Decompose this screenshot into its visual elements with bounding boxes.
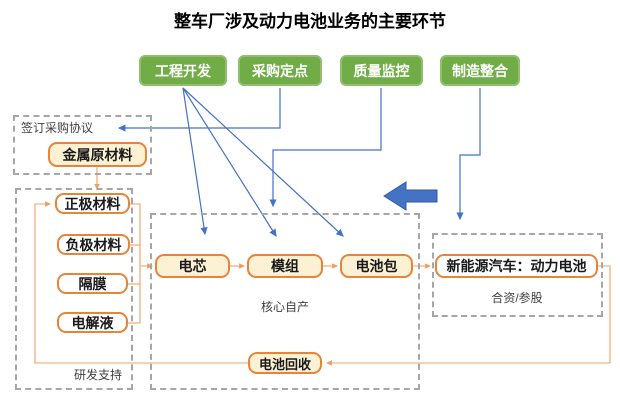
arrow-engineering-to-cell [182, 87, 208, 236]
group-rnd-support [15, 188, 133, 390]
box-battery-recycling: 电池回收 [248, 352, 322, 374]
process-box-manufacturing: 制造整合 [440, 55, 520, 86]
box-cathode-material: 正极材料 [55, 193, 130, 214]
arrow-engineering-to-module [182, 87, 277, 238]
group-procurement-agreement [13, 115, 152, 175]
box-anode-material: 负极材料 [57, 234, 130, 255]
arrow-manufacturing-to-jv-group [456, 88, 481, 221]
group-core-production [150, 213, 420, 390]
box-cell: 电芯 [155, 254, 230, 278]
box-electrolyte: 电解液 [57, 312, 128, 333]
left-block-arrow-icon [383, 181, 438, 211]
box-battery-pack: 电池包 [340, 254, 413, 278]
line-recycling-to-cathode [34, 201, 248, 364]
arrow-quality-to-core-group [269, 88, 382, 208]
group-joint-venture [432, 233, 603, 317]
jv-group-label: 合资/参股 [491, 291, 543, 305]
process-box-quality: 质量监控 [340, 55, 423, 86]
box-module: 模组 [247, 254, 323, 278]
rnd-group-label: 研发支持 [73, 368, 122, 382]
box-nev-power-battery: 新能源汽车：动力电池 [435, 254, 598, 278]
arrow-purchasing-to-procurement-group [117, 88, 281, 132]
core-group-label: 核心自产 [260, 300, 309, 314]
process-box-engineering: 工程开发 [139, 55, 227, 86]
box-metal-raw-material: 金属原材料 [48, 142, 147, 167]
box-separator: 隔膜 [57, 273, 128, 294]
page-title: 整车厂涉及动力电池业务的主要环节 [174, 12, 446, 31]
line-nev-to-recycling [325, 265, 611, 366]
procurement-group-label: 签订采购协议 [21, 121, 94, 135]
line-materials-to-cell [130, 203, 154, 269]
arrow-engineering-to-pack [182, 87, 344, 237]
process-box-purchasing: 采购定点 [238, 55, 322, 86]
